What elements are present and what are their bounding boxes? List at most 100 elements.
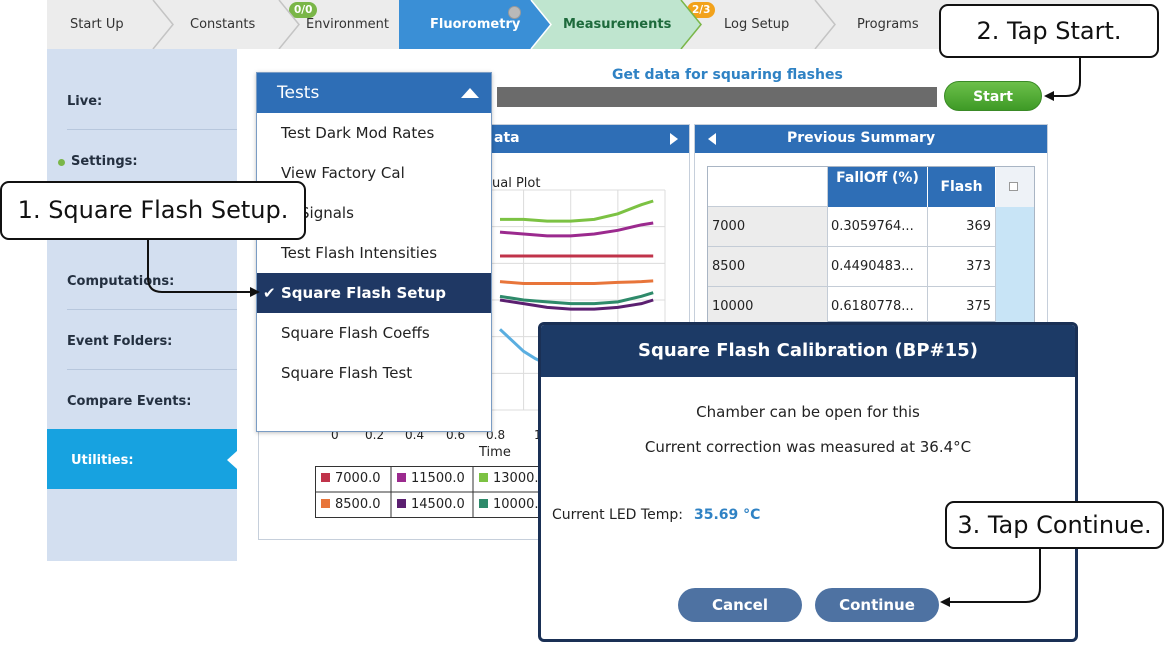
wizard-badge-environment: 0/0 xyxy=(289,2,318,18)
sidebar-item-compare-events[interactable]: Compare Events: xyxy=(67,370,237,430)
status-dot-icon xyxy=(508,6,521,19)
led-temp-value: 35.69 °C xyxy=(694,507,761,523)
progress-bar xyxy=(497,87,937,107)
chevron-right-icon xyxy=(152,0,174,49)
legend-swatch xyxy=(479,499,488,508)
chevron-right-icon xyxy=(527,0,552,49)
dropdown-item-label: Signals xyxy=(300,204,354,222)
table-header-select[interactable] xyxy=(996,167,1034,207)
tests-dropdown-title: Tests xyxy=(277,83,320,103)
legend-item: 10000. xyxy=(479,497,539,512)
wizard-step-label: Environment xyxy=(306,17,390,32)
caret-up-icon xyxy=(461,88,479,98)
table-cell: 8500 xyxy=(708,247,828,287)
calibration-dialog: Square Flash Calibration (BP#15) Chamber… xyxy=(538,322,1078,642)
summary-panel-header: Previous Summary xyxy=(695,125,1047,153)
legend-item: 11500.0 xyxy=(397,471,465,486)
wizard-step-label: Log Setup xyxy=(724,17,790,32)
x-axis-label: Time xyxy=(479,445,511,460)
dropdown-item-label: View Factory Cal xyxy=(281,164,405,182)
wizard-step-environment[interactable]: 0/0 Environment xyxy=(283,0,403,49)
chart-legend: 7000.0 11500.0 13000. 8500.0 14500.0 100… xyxy=(315,466,540,518)
start-button[interactable]: Start xyxy=(944,81,1042,111)
table-header-blank xyxy=(708,167,828,207)
chevron-right-icon xyxy=(399,0,423,49)
wizard-badge-log-setup: 2/3 xyxy=(687,2,716,18)
dialog-correction-text: Current correction was measured at 36.4°… xyxy=(644,438,972,456)
dropdown-item-label: Square Flash Test xyxy=(281,364,413,382)
callout-text: 3. Tap Continue. xyxy=(957,511,1152,539)
summary-panel-title: Previous Summary xyxy=(787,130,936,146)
sidebar-item-event-folders[interactable]: Event Folders: xyxy=(67,310,237,370)
wizard-step-programs[interactable]: Programs xyxy=(817,0,957,49)
tests-dropdown: Tests Test Dark Mod Rates View Factory C… xyxy=(256,72,492,432)
table-cell: 0.4490483... xyxy=(828,247,928,287)
table-cell: 7000 xyxy=(708,207,828,247)
dropdown-item-square-flash-setup[interactable]: ✔ Square Flash Setup xyxy=(257,273,491,313)
dropdown-item-square-flash-test[interactable]: Square Flash Test xyxy=(257,353,491,393)
checkbox-icon[interactable] xyxy=(1009,182,1018,191)
status-text: Get data for squaring flashes xyxy=(612,67,843,83)
chevron-right-icon xyxy=(814,0,836,49)
table-header-flash: Flash xyxy=(928,167,996,207)
continue-button[interactable]: Continue xyxy=(815,588,939,622)
wizard-step-fluorometry[interactable]: Fluorometry xyxy=(403,0,531,49)
sidebar-item-label: Utilities: xyxy=(71,453,134,468)
caret-left-icon[interactable] xyxy=(707,133,717,145)
dropdown-item-label: Test Dark Mod Rates xyxy=(281,124,435,142)
dialog-title: Square Flash Calibration (BP#15) xyxy=(541,325,1075,377)
callout-step-1: 1. Square Flash Setup. xyxy=(0,181,306,240)
wizard-step-label: Fluorometry xyxy=(430,17,521,32)
chart-title: ual Plot xyxy=(492,176,541,191)
arrow-to-start xyxy=(1044,58,1081,101)
chevron-right-icon xyxy=(677,0,702,49)
cancel-button[interactable]: Cancel xyxy=(678,588,802,622)
legend-item: 7000.0 xyxy=(321,471,381,486)
led-temp-label: Current LED Temp: xyxy=(552,507,683,523)
dropdown-item-test-flash-intensities[interactable]: Test Flash Intensities xyxy=(257,233,491,273)
callout-text: 2. Tap Start. xyxy=(976,17,1122,45)
legend-item: 8500.0 xyxy=(321,497,381,512)
status-dot-icon xyxy=(58,159,65,166)
dropdown-item-signals[interactable]: Signals xyxy=(257,193,491,233)
wizard-step-label: Constants xyxy=(190,17,256,32)
sidebar: Live: Settings: Computations: Event Fold… xyxy=(47,49,237,561)
sidebar-item-utilities[interactable]: Utilities: xyxy=(47,429,237,489)
table-scrollbar[interactable] xyxy=(996,207,1034,323)
sidebar-item-label: Live: xyxy=(67,94,103,109)
dropdown-item-label: Square Flash Setup xyxy=(281,284,447,302)
legend-swatch xyxy=(479,473,488,482)
table-cell: 369 xyxy=(928,207,996,247)
callout-step-2: 2. Tap Start. xyxy=(939,4,1159,58)
dropdown-item-square-flash-coeffs[interactable]: Square Flash Coeffs xyxy=(257,313,491,353)
table-cell: 373 xyxy=(928,247,996,287)
x-tick-label: 1 xyxy=(534,428,542,442)
sidebar-item-live[interactable]: Live: xyxy=(67,70,237,130)
legend-item: 14500.0 xyxy=(397,497,465,512)
dialog-message: Chamber can be open for this xyxy=(696,403,920,421)
wizard-step-measurements[interactable]: Measurements xyxy=(531,0,681,49)
wizard-step-constants[interactable]: Constants xyxy=(157,0,283,49)
chevron-right-icon xyxy=(278,0,300,49)
dropdown-item-label: Square Flash Coeffs xyxy=(281,324,430,342)
wizard-step-start-up[interactable]: Start Up xyxy=(47,0,157,49)
tests-dropdown-header[interactable]: Tests xyxy=(257,73,491,113)
dropdown-item-view-factory-cal[interactable]: View Factory Cal xyxy=(257,153,491,193)
summary-table: FallOff (%) Flash 7000 0.3059764... 369 … xyxy=(707,166,1035,327)
dropdown-item-test-dark-mod-rates[interactable]: Test Dark Mod Rates xyxy=(257,113,491,153)
wizard-step-label: Programs xyxy=(857,17,919,32)
legend-swatch xyxy=(321,499,330,508)
table-cell: 10000 xyxy=(708,287,828,327)
sidebar-item-computations[interactable]: Computations: xyxy=(67,250,237,310)
callout-text: 1. Square Flash Setup. xyxy=(17,196,289,224)
caret-right-icon[interactable] xyxy=(669,133,679,145)
table-header-falloff: FallOff (%) xyxy=(828,167,928,207)
table-cell: 0.6180778... xyxy=(828,287,928,327)
wizard-step-label: Measurements xyxy=(563,17,672,32)
selection-notch-icon xyxy=(227,451,237,469)
wizard-step-log-setup[interactable]: 2/3 Log Setup xyxy=(681,0,817,49)
callout-step-3: 3. Tap Continue. xyxy=(945,501,1164,549)
legend-swatch xyxy=(321,473,330,482)
legend-swatch xyxy=(397,473,406,482)
legend-item: 13000. xyxy=(479,471,539,486)
